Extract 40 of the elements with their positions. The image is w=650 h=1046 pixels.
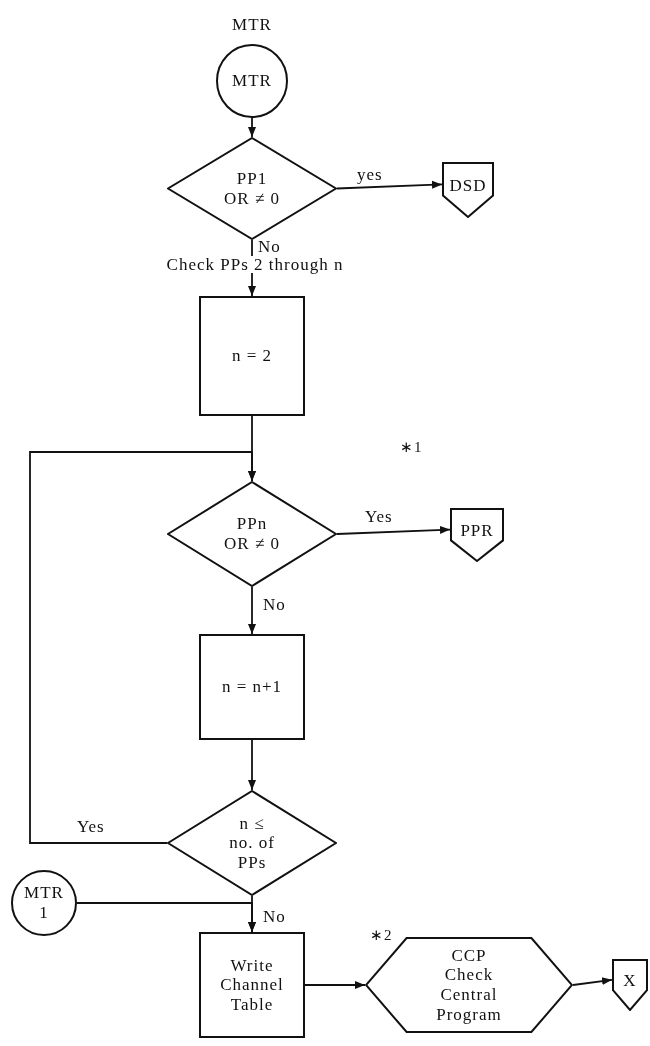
arrow	[336, 526, 451, 535]
node-text: PP1 OR ≠ 0	[223, 168, 281, 209]
edge-label: Yes	[76, 818, 106, 835]
connector-caption: MTR	[231, 14, 273, 36]
node-text: DSD	[449, 176, 487, 196]
node-text: n = 2	[231, 346, 273, 366]
edge-label: No	[257, 238, 282, 255]
offpage-connector	[442, 162, 494, 218]
connector-circle	[11, 870, 77, 936]
edge-label: No	[262, 596, 287, 613]
decision-diamond	[167, 481, 337, 587]
node-text: X	[623, 971, 637, 991]
node-text: Write Channel Table	[219, 955, 285, 1015]
arrow	[248, 739, 256, 791]
arrow	[304, 981, 366, 989]
footnote-mark: ∗2	[370, 928, 393, 943]
process-box	[199, 634, 305, 740]
offpage-connector	[450, 508, 504, 562]
node-text: CCP Check Central Program	[435, 945, 503, 1025]
node-text: n = n+1	[221, 677, 283, 697]
node-text: MTR 1	[24, 883, 64, 923]
connector-circle	[216, 44, 288, 118]
offpage-connector	[612, 959, 648, 1011]
arrow	[248, 117, 256, 138]
footnote-mark: ∗1	[400, 440, 423, 455]
arrow	[572, 977, 613, 986]
process-box	[199, 296, 305, 416]
node-text: n ≤ no. of PPs	[229, 813, 275, 873]
node-text: PPn OR ≠ 0	[223, 514, 281, 554]
edge-label: Yes	[364, 508, 394, 525]
decision-diamond	[167, 790, 337, 896]
arrow	[76, 902, 256, 933]
node-text: MTR	[232, 71, 272, 91]
process-box	[199, 932, 305, 1038]
decision-diamond	[167, 137, 337, 240]
arrow	[29, 451, 256, 844]
arrow	[248, 586, 256, 635]
arrow	[336, 180, 443, 190]
node-text: PPR	[460, 521, 494, 541]
edge-label: No	[262, 908, 287, 925]
